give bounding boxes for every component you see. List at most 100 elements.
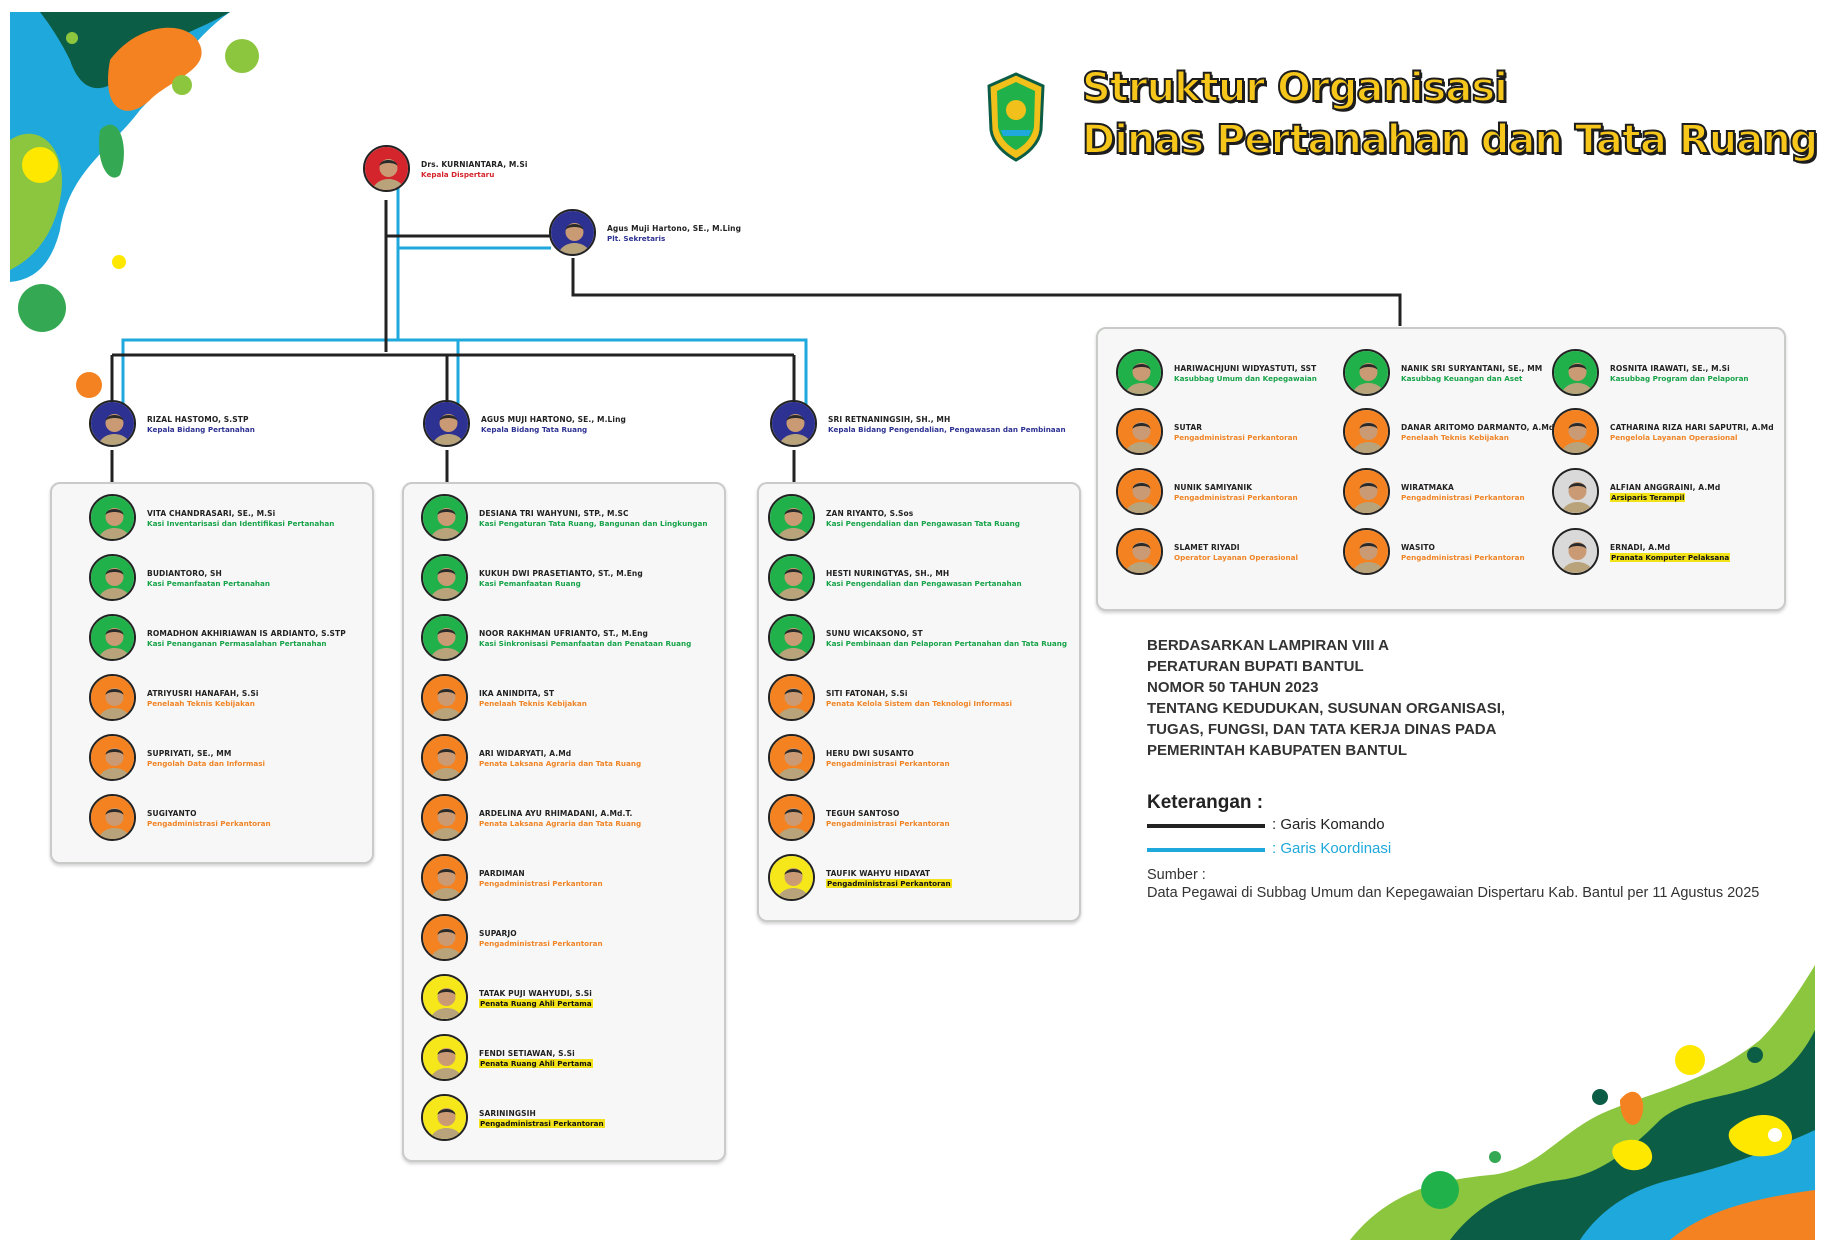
person-name: AGUS MUJI HARTONO, SE., M.Ling — [481, 415, 626, 424]
person-name: FENDI SETIAWAN, S.Si — [479, 1049, 575, 1058]
person-avatar-icon — [1118, 410, 1161, 453]
person-name: SITI FATONAH, S.Si — [826, 689, 908, 698]
person-avatar-icon — [1118, 351, 1161, 394]
person-photo — [89, 494, 136, 541]
person-avatar-icon — [1554, 410, 1597, 453]
person-role: Kasi Inventarisasi dan Identifikasi Pert… — [147, 519, 335, 528]
person-photo — [768, 854, 815, 901]
person-name: NUNIK SAMIYANIK — [1174, 483, 1253, 492]
person-name: KUKUH DWI PRASETIANTO, ST., M.Eng — [479, 569, 643, 578]
person-photo — [421, 854, 468, 901]
person-name: SARININGSIH — [479, 1109, 536, 1118]
person-photo — [421, 674, 468, 721]
person-role: Pengolah Data dan Informasi — [147, 759, 265, 768]
person-avatar-icon — [1118, 530, 1161, 573]
person-avatar-icon — [772, 402, 815, 445]
person-role: Kasi Penanganan Permasalahan Pertanahan — [147, 639, 327, 648]
person-name: IKA ANINDITA, ST — [479, 689, 555, 698]
person-role: Kasubbag Keuangan dan Aset — [1401, 374, 1523, 383]
person-name: SUTAR — [1174, 423, 1203, 432]
person-avatar-icon — [91, 676, 134, 719]
person-photo — [89, 554, 136, 601]
decorative-blob-bottom-right — [1350, 965, 1815, 1240]
person-role: Kepala Dispertaru — [421, 170, 495, 179]
person-role: Penelaah Teknis Kebijakan — [479, 699, 587, 708]
person-avatar-icon — [1554, 351, 1597, 394]
person-name: DESIANA TRI WAHYUNI, STP., M.SC — [479, 509, 629, 518]
person-avatar-icon — [91, 796, 134, 839]
person-role: Pengelola Layanan Operasional — [1610, 433, 1738, 442]
person-photo — [421, 614, 468, 661]
person-avatar-icon — [91, 496, 134, 539]
person-avatar-icon — [423, 1036, 466, 1079]
person-role: Pengadministrasi Perkantoran — [1174, 433, 1298, 442]
legend-koordinasi-swatch — [1147, 848, 1265, 852]
person-photo — [768, 554, 815, 601]
card-sekretariat — [1096, 327, 1786, 611]
person-avatar-icon — [91, 736, 134, 779]
person-photo — [1552, 349, 1599, 396]
legal-line-4: TENTANG KEDUDUKAN, SUSUNAN ORGANISASI, — [1147, 700, 1506, 717]
person-photo — [89, 734, 136, 781]
legend-komando-label: : Garis Komando — [1272, 816, 1385, 833]
person-avatar-icon — [770, 496, 813, 539]
person-role: Penelaah Teknis Kebijakan — [147, 699, 255, 708]
person-avatar-icon — [423, 976, 466, 1019]
person-photo — [421, 1094, 468, 1141]
person-avatar-icon — [1345, 530, 1388, 573]
title-line-1: Struktur Organisasi — [1081, 64, 1509, 112]
person-name: VITA CHANDRASARI, SE., M.Si — [147, 509, 276, 518]
person-name: DANAR ARITOMO DARMANTO, A.Md — [1401, 423, 1555, 432]
person-avatar-icon — [423, 916, 466, 959]
person-name: WASITO — [1401, 543, 1436, 552]
person-role: Kasi Pemanfaatan Pertanahan — [147, 579, 271, 588]
person-role: Plt. Sekretaris — [607, 234, 666, 243]
person-photo — [1552, 468, 1599, 515]
person-role: Pengadministrasi Perkantoran — [1174, 493, 1298, 502]
person-avatar-icon — [770, 796, 813, 839]
person-avatar-icon — [365, 147, 408, 190]
legal-basis: BERDASARKAN LAMPIRAN VIII A PERATURAN BU… — [1147, 635, 1505, 761]
person-name: SUPRIYATI, SE., MM — [147, 749, 232, 758]
person-avatar-icon — [770, 556, 813, 599]
person-name: ROSNITA IRAWATI, SE., M.Si — [1610, 364, 1730, 373]
person-role: Kepala Bidang Tata Ruang — [481, 425, 588, 434]
person-avatar-icon — [425, 402, 468, 445]
person-avatar-icon — [1345, 410, 1388, 453]
person-photo — [421, 974, 468, 1021]
person-photo — [1116, 528, 1163, 575]
koordinasi-line-bidang3 — [458, 338, 808, 405]
page-title: Struktur Organisasi Dinas Pertanahan dan… — [1081, 62, 1819, 166]
person-role: Pengadministrasi Perkantoran — [826, 879, 952, 888]
person-photo — [1116, 468, 1163, 515]
person-photo — [768, 494, 815, 541]
person-name: Agus Muji Hartono, SE., M.Ling — [607, 224, 742, 233]
person-name: NOOR RAKHMAN UFRIANTO, ST., M.Eng — [479, 629, 649, 638]
person-name: PARDIMAN — [479, 869, 525, 878]
person-photo — [421, 554, 468, 601]
decorative-dot-orange — [76, 372, 102, 398]
person-name: SLAMET RIYADI — [1174, 543, 1240, 552]
person-photo — [421, 794, 468, 841]
person-photo — [421, 734, 468, 781]
person-role: Pengadministrasi Perkantoran — [826, 759, 950, 768]
person-role: Pengadministrasi Perkantoran — [1401, 553, 1525, 562]
person-avatar-icon — [770, 616, 813, 659]
person-role: Operator Layanan Operasional — [1174, 553, 1298, 562]
person-role: Penata Ruang Ahli Pertama — [479, 999, 593, 1008]
person-photo — [1116, 349, 1163, 396]
person-avatar-icon — [423, 856, 466, 899]
person-photo — [423, 400, 470, 447]
person-name: ARI WIDARYATI, A.Md — [479, 749, 572, 758]
person-photo — [421, 1034, 468, 1081]
person-photo — [1343, 349, 1390, 396]
person-avatar-icon — [423, 736, 466, 779]
person-avatar-icon — [770, 676, 813, 719]
komando-line-sekretariat — [571, 258, 1402, 326]
person-avatar-icon — [1554, 470, 1597, 513]
person-name: ZAN RIYANTO, S.Sos — [826, 509, 914, 518]
person-name: RIZAL HASTOMO, S.STP — [147, 415, 249, 424]
person-role: Kasubbag Program dan Pelaporan — [1610, 374, 1749, 383]
person-photo — [1552, 528, 1599, 575]
